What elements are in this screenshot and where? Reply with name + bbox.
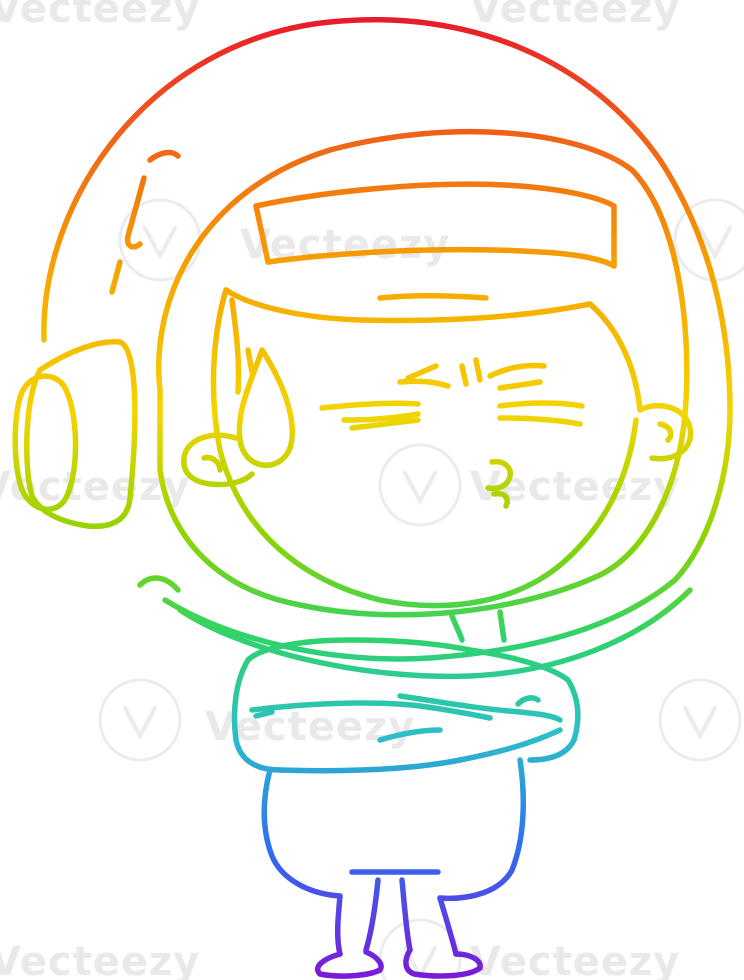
pants-top (261, 767, 343, 899)
leg-right-inner (399, 877, 413, 953)
sweat-drop (236, 347, 296, 468)
watermark-logo-icon (98, 678, 182, 762)
helmet-highlight (109, 259, 123, 295)
hair-strand (377, 292, 489, 301)
eye-left-lash (349, 417, 421, 431)
watermark-logo-icon (403, 471, 437, 506)
pants-right (437, 757, 527, 902)
helmet-outline (41, 17, 733, 662)
leg-left-inner (363, 877, 381, 953)
eye-left (319, 400, 421, 411)
hair-fringe (223, 287, 593, 324)
face-right-side (587, 301, 643, 413)
frown-lines (473, 357, 483, 383)
neck-right (497, 609, 507, 643)
eye-right-squint (497, 415, 583, 427)
helmet-rim-lower (137, 575, 181, 593)
helmet-highlight (147, 149, 181, 163)
leg-left-outer (334, 893, 343, 957)
brow-right (487, 362, 547, 379)
ear-right-detail (657, 421, 674, 443)
watermark-logo-icon (378, 443, 462, 527)
boot-right (403, 947, 483, 979)
eye-left-squint (341, 411, 421, 423)
helmet-rim-inner (177, 587, 693, 680)
hair-band (253, 181, 617, 209)
mouth (485, 458, 514, 492)
hand-left (253, 709, 275, 719)
face-outline (210, 287, 639, 609)
brow-left (397, 378, 451, 389)
neck-left (449, 613, 465, 643)
arm-upper (249, 700, 493, 721)
ear-left (181, 432, 255, 488)
watermark-text: Vecteezy (0, 0, 200, 32)
watermark-text: Vecteezy (470, 939, 680, 980)
frown-lines (459, 363, 469, 387)
ear-right (637, 403, 694, 462)
watermark-logo-icon (698, 226, 732, 261)
boot-left (315, 949, 384, 979)
helmet-ear-piece-face (12, 373, 79, 513)
brow-left-mark (405, 363, 439, 381)
arm-crease (377, 727, 443, 743)
hair-side-lock (245, 347, 255, 375)
watermark-text: Vecteezy (470, 0, 680, 32)
hair-band-side (253, 203, 271, 265)
ear-left-detail (201, 454, 223, 473)
line-art (12, 17, 733, 979)
hair-side-lock (229, 297, 242, 395)
watermark-logo-icon (143, 226, 177, 261)
helmet-highlight (124, 175, 147, 250)
hair-band-lower (265, 246, 617, 269)
suit-torso-left (231, 657, 283, 773)
watermark-text: Vecteezy (0, 939, 200, 980)
watermark-logo-icon (683, 706, 717, 741)
watermark-logo-icon (123, 706, 157, 741)
watermark-logo-icon (658, 678, 742, 762)
suit-torso (245, 637, 581, 763)
arm-upper-fold (397, 693, 563, 723)
mouth-lower (491, 490, 510, 509)
leg-right-outer (437, 895, 459, 957)
visor-outline (156, 128, 690, 618)
arm-lower (277, 727, 563, 774)
brow-right-mark (497, 379, 543, 391)
hand-right (515, 695, 541, 707)
helmet-ear-piece (23, 339, 138, 530)
eye-right (497, 400, 585, 409)
